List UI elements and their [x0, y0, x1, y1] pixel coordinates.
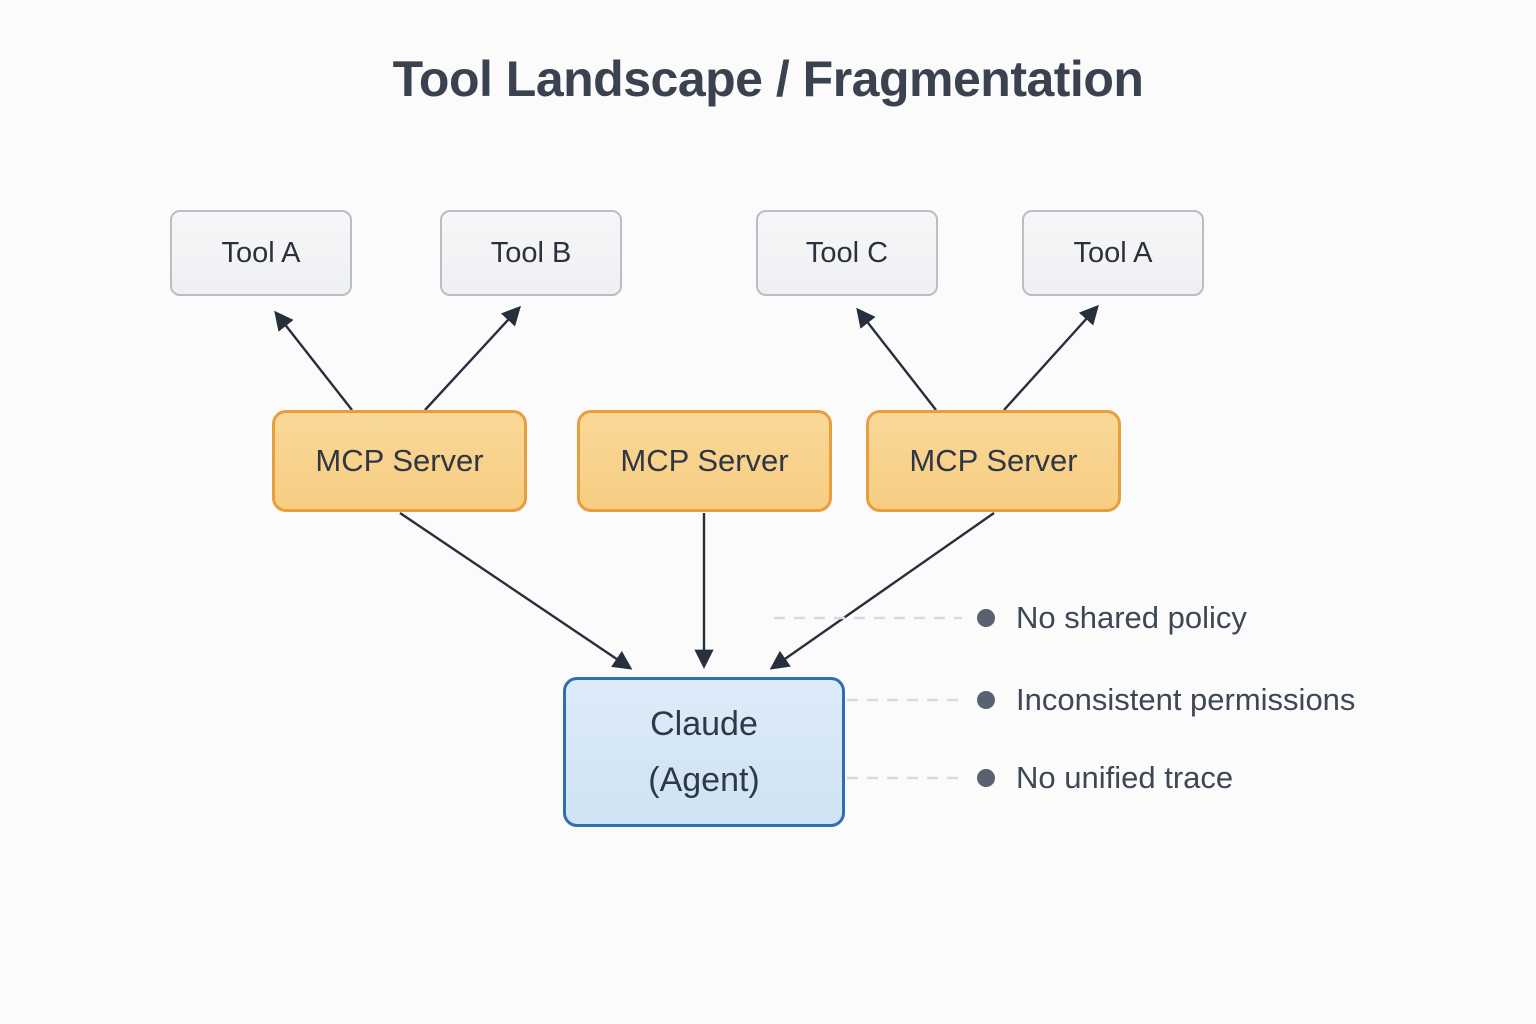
- arrow-mcp3-to-tool-c: [856, 307, 937, 411]
- arrow-mcp3-to-tool-a2: [1003, 304, 1099, 411]
- node-tool-a-1: Tool A: [170, 210, 352, 296]
- bullet-dot-2: [977, 691, 995, 709]
- arrow-mcp1-to-tool-b: [424, 305, 521, 411]
- page-title: Tool Landscape / Fragmentation: [392, 51, 1144, 107]
- node-mcp-server-2: MCP Server: [577, 410, 832, 512]
- node-label: MCP Server: [620, 443, 789, 478]
- node-tool-a-2: Tool A: [1022, 210, 1204, 296]
- agent-label-line1: Claude: [650, 705, 758, 743]
- issue-no-shared-policy: No shared policy: [1016, 600, 1247, 635]
- node-label: MCP Server: [909, 443, 1078, 478]
- arrow-mcp1-to-tool-a1: [274, 310, 353, 411]
- node-label: MCP Server: [315, 443, 484, 478]
- bullet-dot-1: [977, 609, 995, 627]
- node-label: Tool C: [805, 236, 889, 269]
- issue-inconsistent-permissions: Inconsistent permissions: [1016, 682, 1356, 717]
- node-label: Tool A: [221, 236, 301, 269]
- node-tool-c: Tool C: [756, 210, 938, 296]
- bullet-dot-3: [977, 769, 995, 787]
- node-label: Tool A: [1073, 236, 1153, 269]
- node-tool-b: Tool B: [440, 210, 622, 296]
- agent-label-line2: (Agent): [648, 761, 760, 799]
- node-label: Tool B: [490, 236, 572, 269]
- arrow-mcp1-to-agent: [399, 512, 633, 670]
- node-mcp-server-1: MCP Server: [272, 410, 527, 512]
- issue-no-unified-trace: No unified trace: [1016, 760, 1234, 795]
- node-claude-agent: Claude (Agent): [563, 677, 845, 827]
- node-mcp-server-3: MCP Server: [866, 410, 1121, 512]
- arrow-mcp3-to-agent: [769, 512, 995, 670]
